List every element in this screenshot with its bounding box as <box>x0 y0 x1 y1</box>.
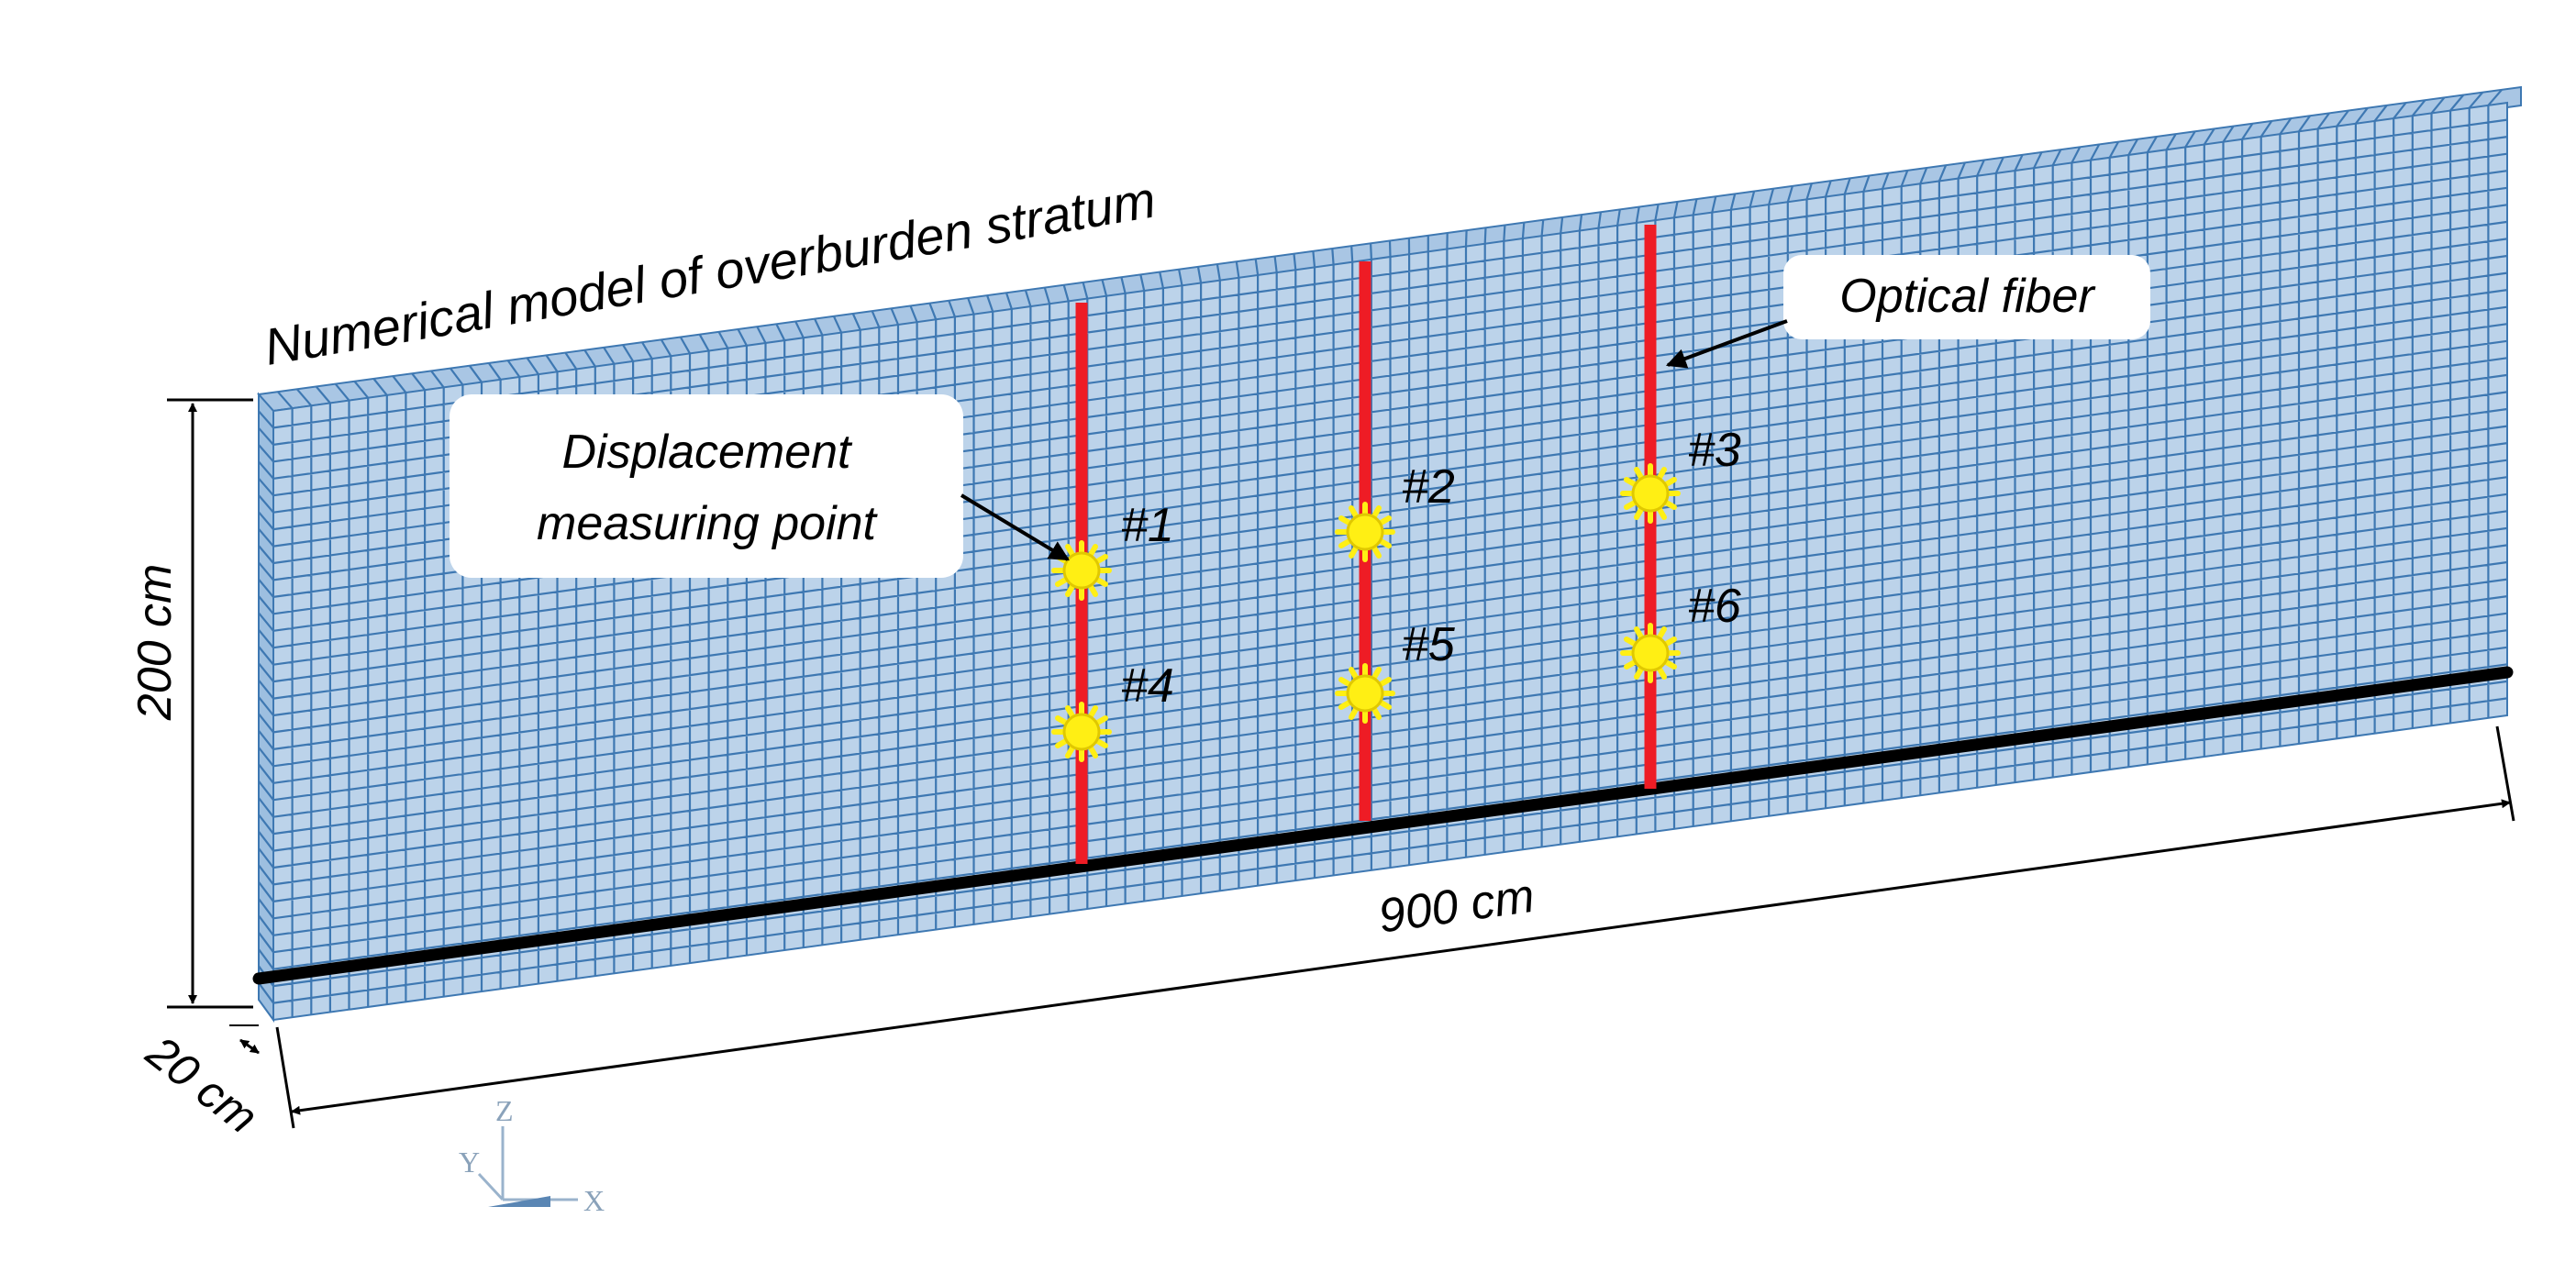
burst-core <box>1346 674 1384 713</box>
optical-fiber-callout-arrow <box>1665 319 1788 369</box>
burst-core <box>1346 513 1384 551</box>
height-label: 200 cm <box>128 564 182 722</box>
point-label-5: #5 <box>1402 618 1456 671</box>
length-label: 900 cm <box>1375 869 1538 944</box>
depth-arrow <box>239 1038 260 1055</box>
displacement-callout-box <box>450 394 963 578</box>
measuring-point-5 <box>1335 663 1395 724</box>
z-axis-label: Z <box>495 1094 514 1127</box>
burst-core <box>1631 474 1670 513</box>
measuring-point-6 <box>1620 623 1681 683</box>
optical-fiber-callout: Optical fiber <box>1665 255 2150 369</box>
point-label-4: #4 <box>1121 659 1174 713</box>
point-label-2: #2 <box>1402 460 1455 514</box>
axis-triad: Z Y X <box>459 1094 605 1217</box>
optical-fiber-callout-box <box>1783 255 2150 339</box>
depth-dimension: 20 cm <box>137 1024 268 1144</box>
point-label-3: #3 <box>1688 424 1741 477</box>
height-dimension: 200 cm <box>128 398 253 1009</box>
measuring-point-2 <box>1335 502 1395 562</box>
y-axis-line <box>477 1172 505 1201</box>
length-ext-left <box>275 1026 295 1129</box>
burst-core <box>1062 551 1101 590</box>
length-ext-right <box>2495 725 2515 822</box>
displacement-callout-arrow <box>960 493 1070 561</box>
mesh-grid <box>258 89 2508 1018</box>
measuring-point-3 <box>1620 463 1681 524</box>
length-arrow <box>291 799 2511 1115</box>
displacement-callout: Displacement measuring point <box>450 394 1070 578</box>
displacement-callout-line2: measuring point <box>537 497 879 550</box>
displacement-callout-line1: Displacement <box>561 426 853 479</box>
measuring-point-4 <box>1051 702 1112 762</box>
point-label-6: #6 <box>1688 580 1741 633</box>
burst-core <box>1631 634 1670 672</box>
mesh-grid-lines <box>258 89 2508 1018</box>
depth-label: 20 cm <box>137 1025 268 1144</box>
optical-fiber-callout-text: Optical fiber <box>1839 270 2096 323</box>
burst-core <box>1062 713 1101 751</box>
y-axis-label: Y <box>459 1146 480 1179</box>
x-axis-label: X <box>583 1184 605 1217</box>
axis-origin-shape <box>488 1196 550 1207</box>
point-label-1: #1 <box>1121 499 1174 552</box>
